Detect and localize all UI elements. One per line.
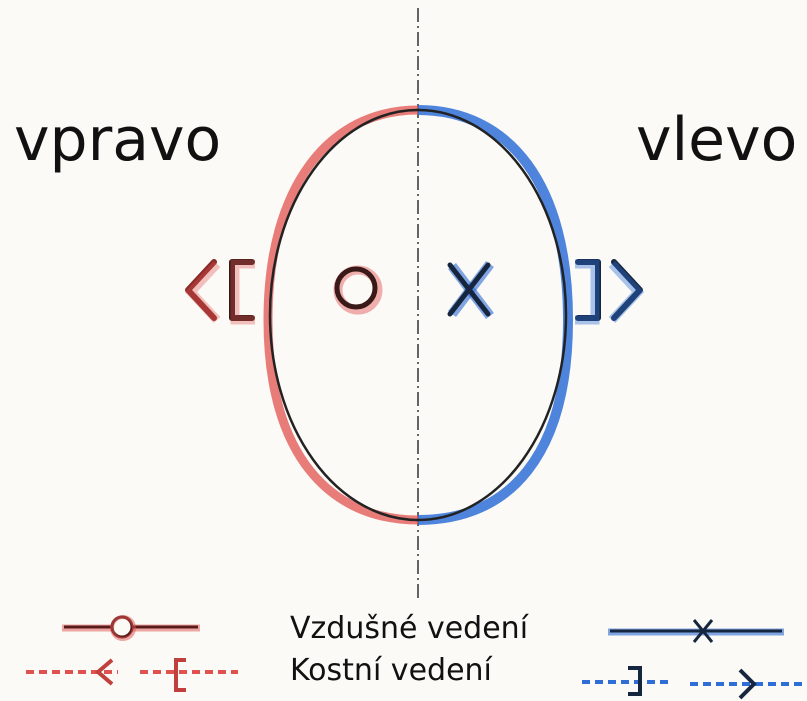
head-right-half: [268, 110, 418, 520]
left-bone-symbols: [575, 262, 640, 320]
legend-right-bone: [26, 660, 238, 690]
legend-air-conduction-label: Vzdušné vedení: [290, 614, 528, 644]
head-left-half: [418, 110, 568, 520]
legend-left-bone: [582, 668, 802, 698]
legend-right-air: [62, 617, 200, 639]
x-symbol: [450, 264, 490, 316]
right-bone-symbols: [188, 262, 255, 320]
left-side-label: vlevo: [636, 110, 797, 170]
right-side-label: vpravo: [14, 110, 221, 170]
legend-left-air: [608, 620, 784, 642]
legend-bone-conduction-label: Kostní vedení: [290, 656, 492, 686]
